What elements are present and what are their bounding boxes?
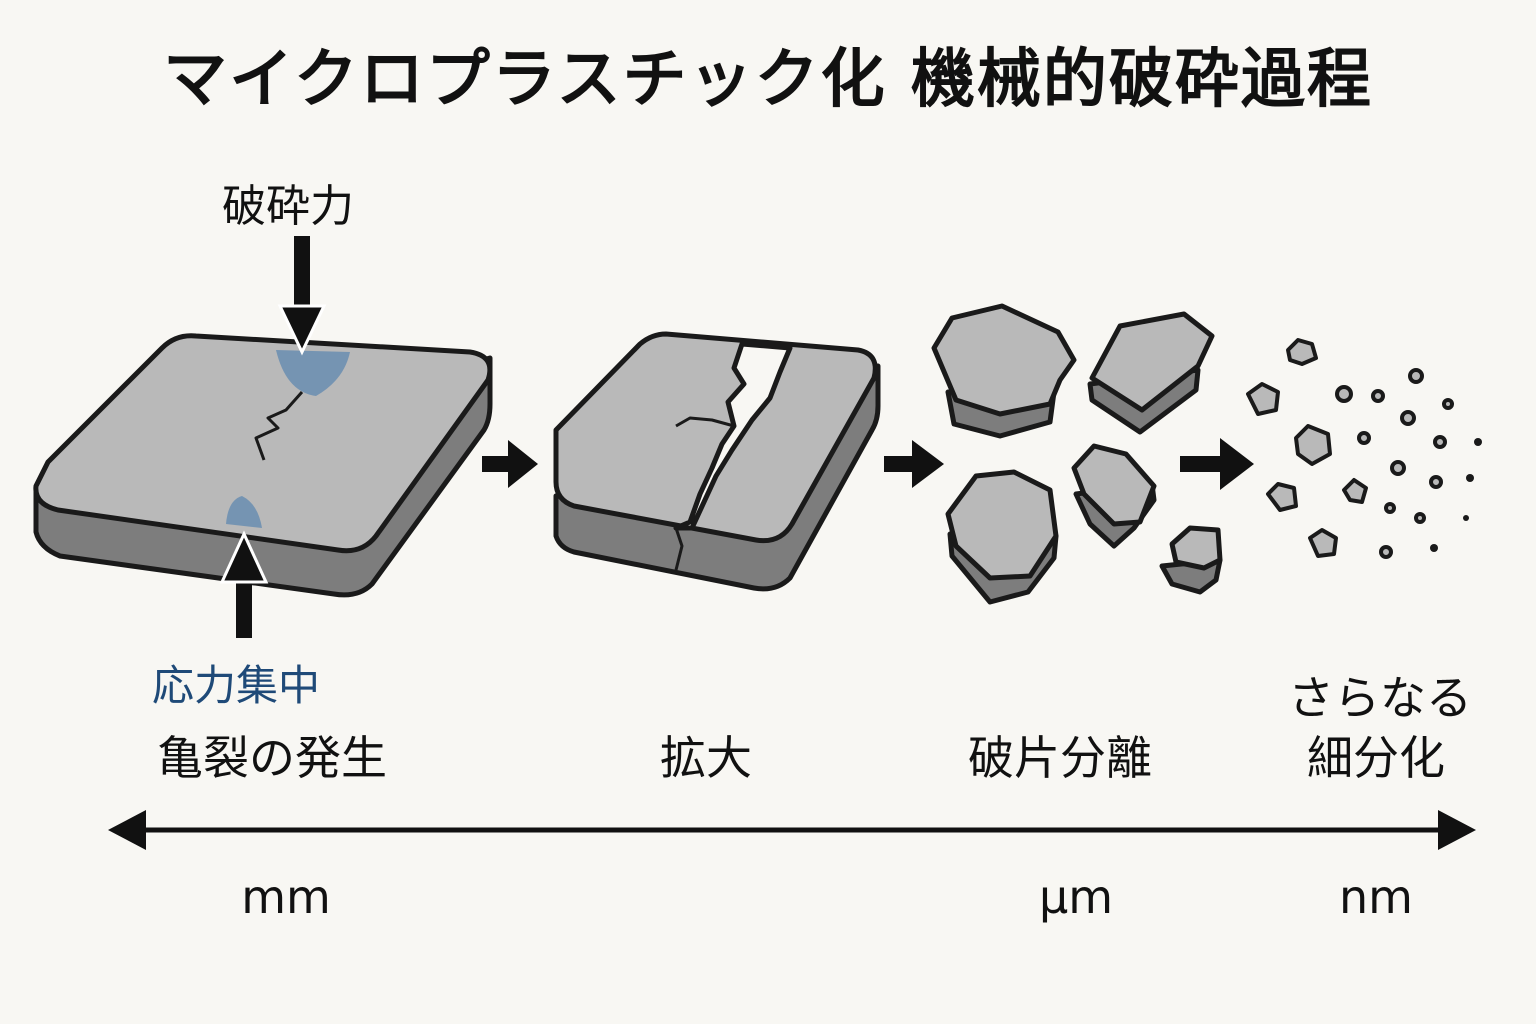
particle: [1390, 460, 1406, 476]
stage-label-further-fragmentation-line1: さらなる: [1288, 671, 1472, 725]
crushing-force-label: 破砕力: [222, 181, 354, 232]
slab2-top: [553, 331, 878, 544]
counter-force-arrow: [219, 530, 269, 638]
particle: [1442, 398, 1454, 410]
slab1-crack: [254, 391, 304, 461]
stress-zone-bottom: [226, 496, 262, 528]
process-arrow-3: [1180, 438, 1254, 490]
stage-label-further-fragmentation-line2: 細分化: [1307, 731, 1445, 785]
fine-particles: [1246, 338, 1454, 559]
process-arrow-1: [482, 440, 538, 488]
fragment-3: [945, 469, 1059, 605]
fragment-1: [931, 303, 1077, 439]
particle: [1433, 435, 1447, 449]
particle: [1286, 338, 1318, 366]
fragment-2: [1087, 311, 1215, 435]
stage-label-crack-growth: 拡大: [660, 731, 752, 785]
scale-unit-nm: nm: [1339, 870, 1413, 924]
fragments-separation: [931, 303, 1223, 605]
stress-zone-top: [276, 350, 350, 396]
process-arrow-2: [884, 440, 944, 488]
stress-concentration-label: 応力集中: [152, 661, 321, 710]
axis-arrowhead-right: [1438, 810, 1476, 850]
axis-arrowhead-left: [108, 810, 146, 850]
slab1-top: [33, 333, 493, 554]
fragment-4: [1071, 443, 1157, 549]
slab-crack-growth: [553, 331, 881, 592]
dust-dots: [1430, 438, 1482, 552]
stage-label-fragment-separation: 破片分離: [968, 731, 1152, 785]
slab2-crack-side: [674, 527, 684, 571]
crushing-force-arrow: [277, 236, 327, 356]
particle: [1379, 545, 1393, 559]
particle: [1371, 389, 1385, 403]
fragment-5: [1159, 525, 1223, 595]
scale-unit-mm: mm: [241, 870, 331, 924]
particle: [1294, 424, 1332, 466]
particle: [1266, 482, 1298, 512]
scale-unit-um: μm: [1038, 870, 1114, 924]
particle: [1384, 502, 1396, 514]
stage-label-crack-initiation: 亀裂の発生: [157, 731, 387, 785]
particle: [1429, 475, 1443, 489]
particle: [1357, 431, 1371, 445]
size-scale-axis: [108, 810, 1476, 850]
slab-crack-initiation: [33, 333, 493, 598]
particle: [1414, 512, 1426, 524]
particle: [1246, 382, 1280, 416]
particle: [1308, 528, 1338, 558]
slab2-crack-branch: [675, 416, 735, 428]
particle: [1335, 385, 1353, 403]
particle: [1408, 368, 1424, 384]
particle: [1342, 478, 1368, 504]
diagram-title: マイクロプラスチック化 機械的破砕過程: [163, 43, 1373, 117]
particle: [1400, 410, 1416, 426]
